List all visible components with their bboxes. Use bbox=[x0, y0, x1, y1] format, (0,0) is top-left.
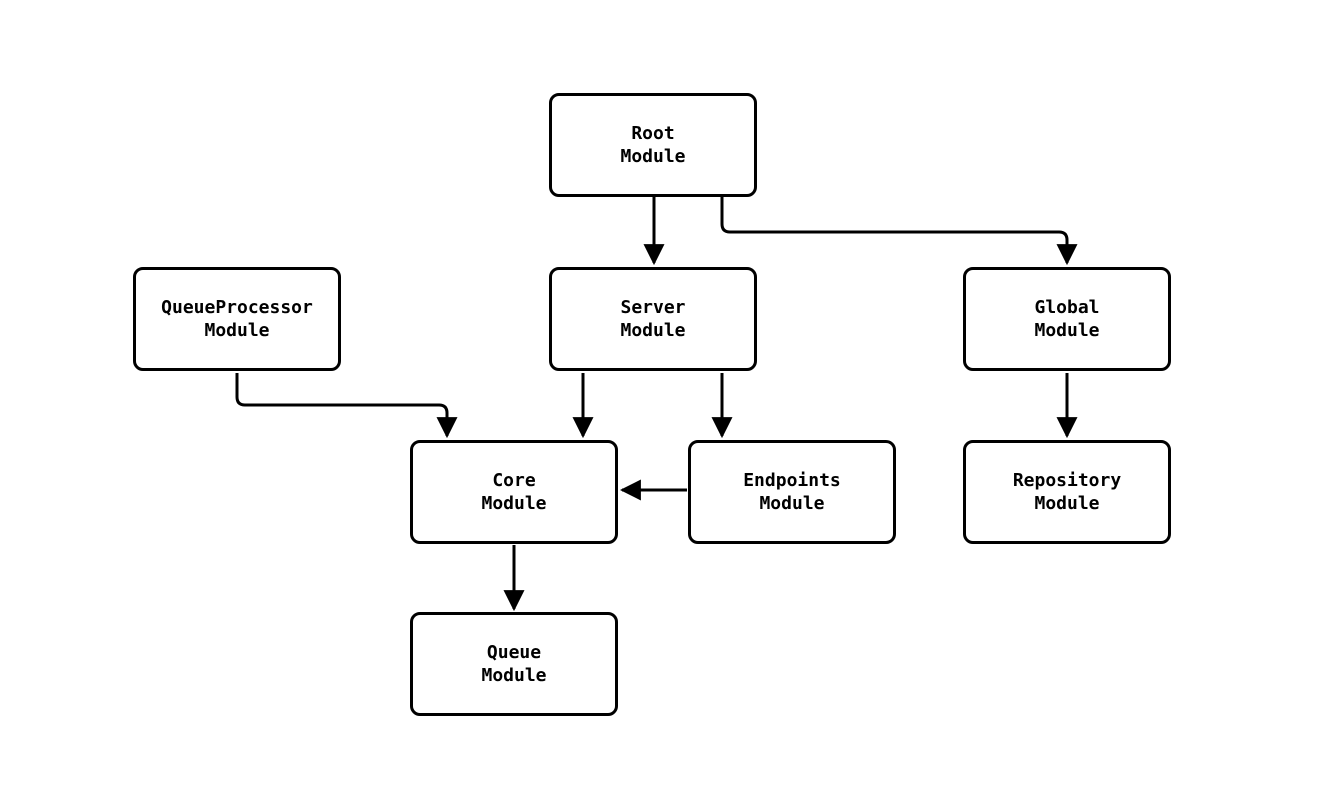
node-root-module: Root Module bbox=[549, 93, 757, 197]
node-queue-module-label: Queue Module bbox=[481, 642, 547, 686]
edge-queueprocessor-to-core bbox=[235, 373, 458, 439]
node-queue-module: Queue Module bbox=[410, 612, 618, 716]
node-repository-module: Repository Module bbox=[963, 440, 1171, 544]
node-server-module-label: Server Module bbox=[620, 297, 686, 341]
node-endpoints-module-label: Endpoints Module bbox=[743, 470, 841, 514]
node-core-module: Core Module bbox=[410, 440, 618, 544]
node-endpoints-module: Endpoints Module bbox=[688, 440, 896, 544]
node-repository-module-label: Repository Module bbox=[1012, 470, 1122, 514]
node-queueprocessor-module-label: QueueProcessor Module bbox=[161, 297, 313, 341]
edge-root-to-global bbox=[720, 197, 1078, 266]
node-server-module: Server Module bbox=[549, 267, 757, 371]
node-core-module-label: Core Module bbox=[481, 470, 547, 514]
node-root-module-label: Root Module bbox=[620, 123, 686, 167]
node-global-module-label: Global Module bbox=[1034, 297, 1100, 341]
node-global-module: Global Module bbox=[963, 267, 1171, 371]
node-queueprocessor-module: QueueProcessor Module bbox=[133, 267, 341, 371]
